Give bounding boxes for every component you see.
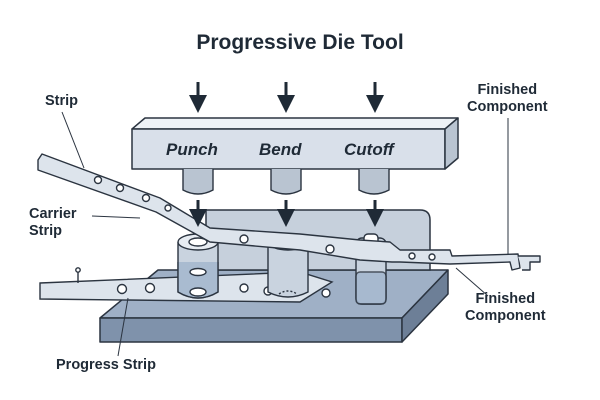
press-arrows-top <box>189 82 384 113</box>
finished-component-bottom-line2: Component <box>465 308 546 324</box>
finished-component-top-line1: Finished <box>477 82 538 98</box>
finished-component-label-top: Finished Component <box>467 82 548 116</box>
carrier-strip-label: Carrier Strip <box>29 206 77 240</box>
carrier-strip-label-line1: Carrier <box>29 206 77 222</box>
station-label-cutoff: Cutoff <box>344 140 394 159</box>
leader-lines <box>61 111 509 357</box>
finished-component-top-line2: Component <box>467 99 548 115</box>
punch-beam <box>131 117 459 170</box>
progress-strip-label: Progress Strip <box>56 357 156 373</box>
strip-label: Strip <box>45 93 79 109</box>
station-label-punch: Punch <box>166 140 218 159</box>
station-label-bend: Bend <box>259 140 302 159</box>
finished-component-bottom-line1: Finished <box>475 291 536 307</box>
finished-component-label-bottom: Finished Component <box>465 291 546 325</box>
diagram-title: Progressive Die Tool <box>196 31 404 54</box>
punch-heads <box>182 169 390 195</box>
carrier-strip-label-line2: Strip <box>29 223 63 239</box>
press-arrows-bottom <box>189 200 384 227</box>
main-strip-shape <box>37 153 541 271</box>
